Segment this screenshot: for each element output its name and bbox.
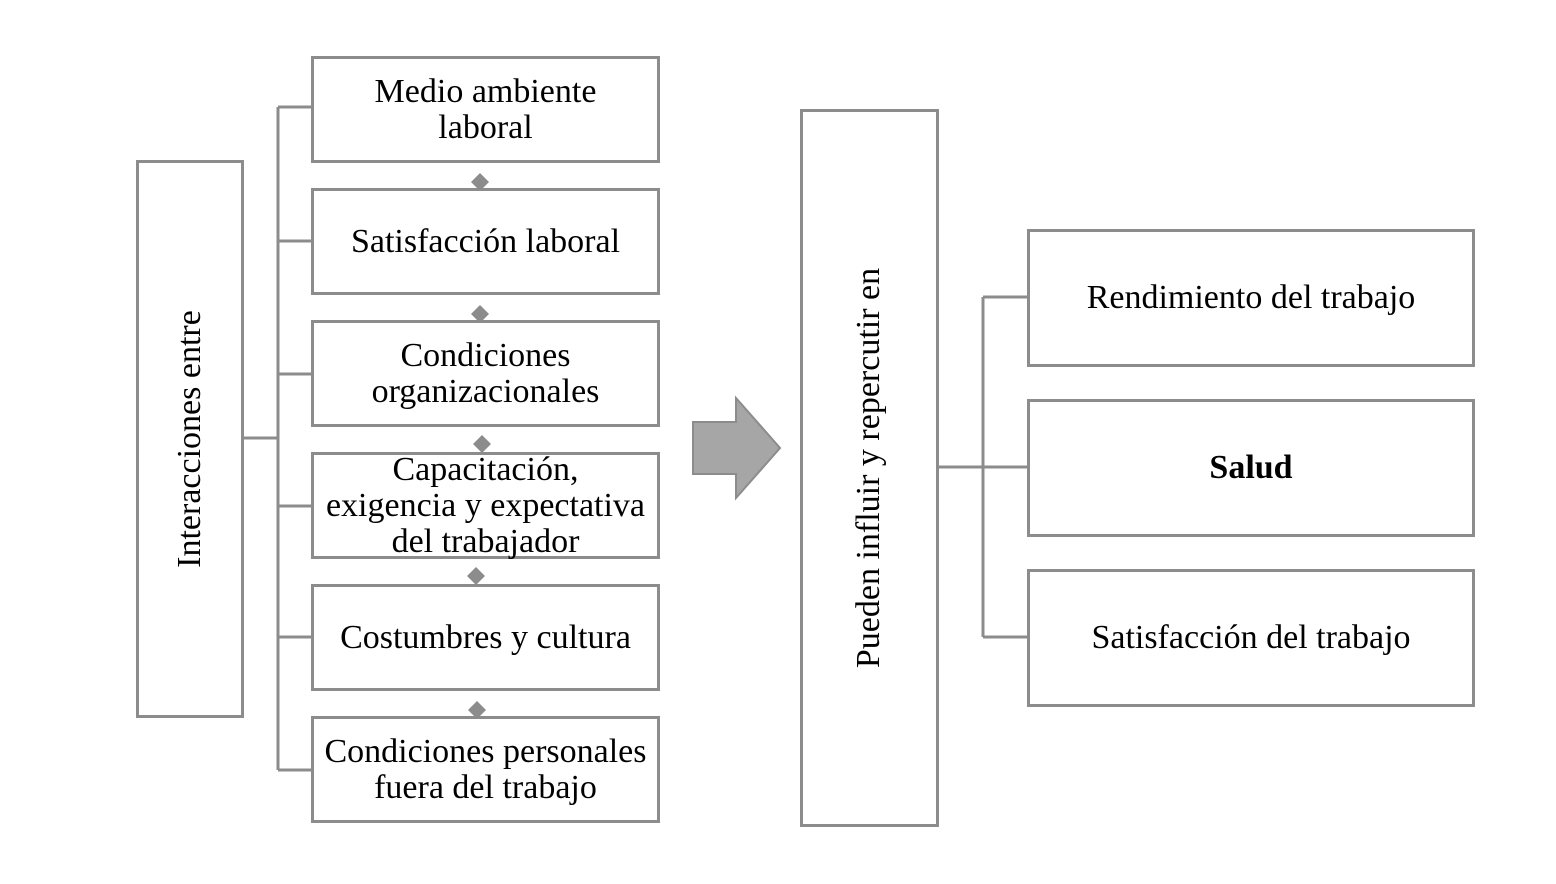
factor-box-costumbres: Costumbres y cultura xyxy=(311,584,660,691)
factor-label: Condiciones personales fuera del trabajo xyxy=(324,732,647,806)
outcome-label: Rendimiento del trabajo xyxy=(1086,279,1416,316)
diamond-connector xyxy=(473,435,491,453)
left-label-text: Interacciones entre xyxy=(171,310,208,568)
middle-label-text: Pueden influir y repercutir en xyxy=(850,267,888,669)
factor-box-condiciones-organizacionales: Condiciones organizacionales xyxy=(311,320,660,427)
outcome-label: Salud xyxy=(1209,449,1293,486)
factor-box-capacitacion: Capacitación, exigencia y expectativa de… xyxy=(311,450,660,560)
outcome-box-salud: Salud xyxy=(1027,399,1475,537)
middle-label-box: Pueden influir y repercutir en xyxy=(800,109,939,827)
factor-label: Costumbres y cultura xyxy=(340,618,631,656)
diamond-connector xyxy=(471,173,489,191)
outcome-label: Satisfacción del trabajo xyxy=(1091,619,1411,656)
factor-label: Medio ambiente laboral xyxy=(374,72,597,146)
diamond-connector xyxy=(468,701,486,719)
factor-label: Capacitación, exigencia y expectativa de… xyxy=(325,450,646,560)
factor-box-condiciones-personales: Condiciones personales fuera del trabajo xyxy=(311,716,660,823)
diamond-connector xyxy=(471,305,489,323)
left-label-box: Interacciones entre xyxy=(136,160,244,718)
factor-box-medio-ambiente: Medio ambiente laboral xyxy=(311,56,660,163)
right-arrow-icon xyxy=(692,395,782,501)
diamond-connector xyxy=(467,567,485,585)
factor-label: Condiciones organizacionales xyxy=(371,336,600,410)
factor-box-satisfaccion-laboral: Satisfacción laboral xyxy=(311,188,660,295)
factor-label: Satisfacción laboral xyxy=(350,222,621,260)
outcome-box-satisfaccion: Satisfacción del trabajo xyxy=(1027,569,1475,707)
outcome-box-rendimiento: Rendimiento del trabajo xyxy=(1027,229,1475,367)
